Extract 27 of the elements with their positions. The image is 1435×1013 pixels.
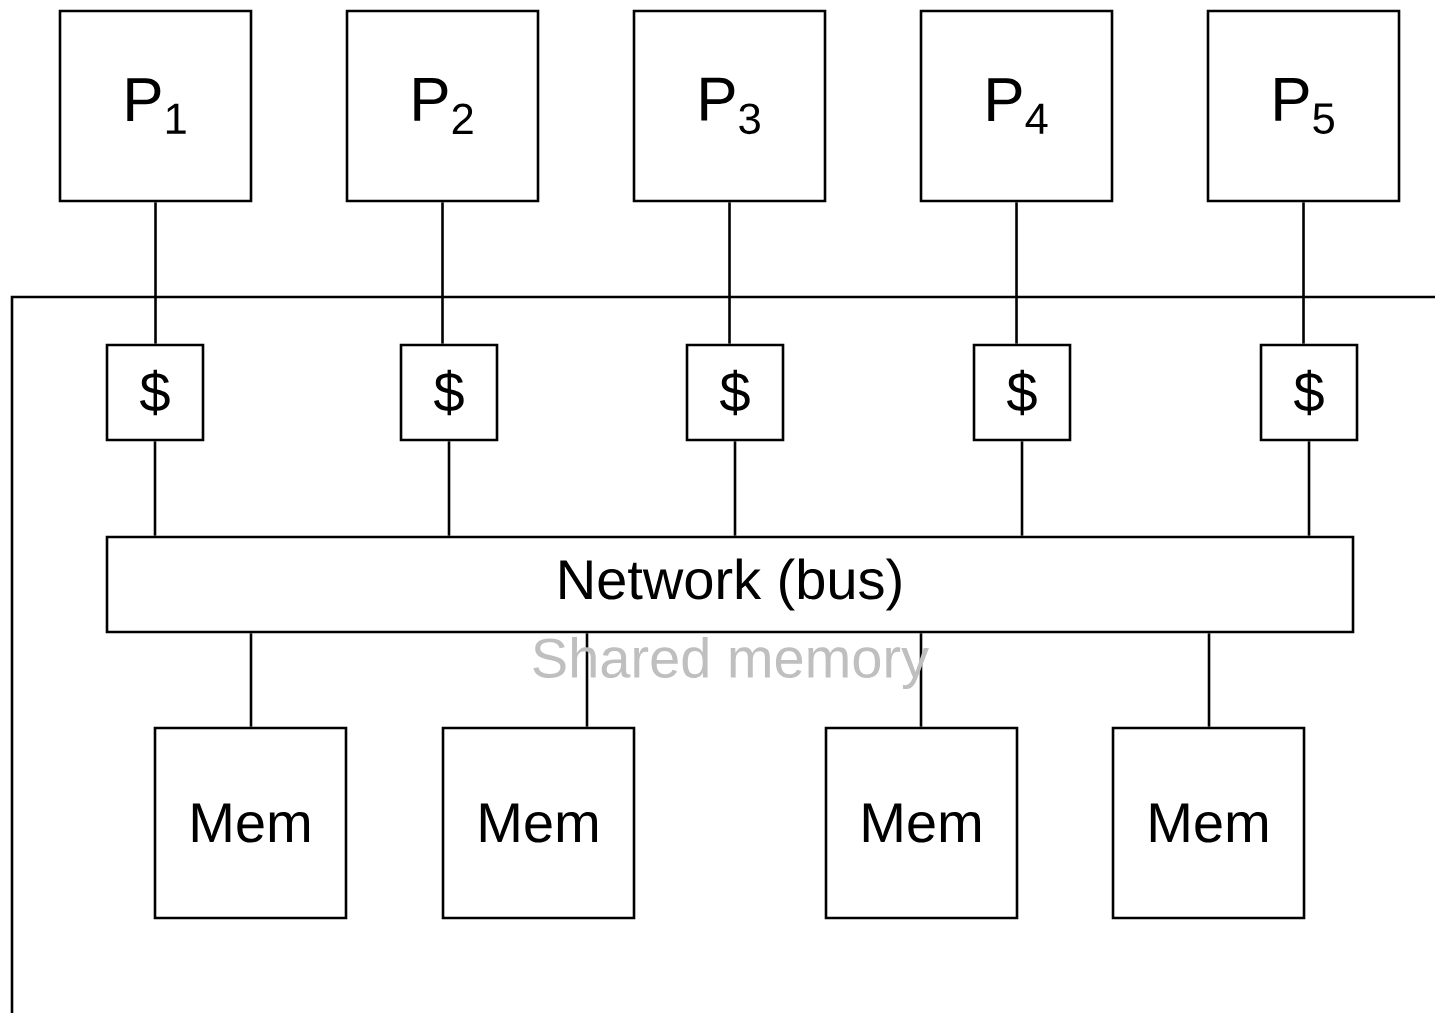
connector-line [728,202,731,344]
connector-line [447,441,451,536]
connector-line [154,202,157,344]
processor-box: P$_{1}$ [58,9,253,203]
memory-box: Mem [824,726,1019,920]
connector-line [733,441,737,536]
connector-line [441,202,444,344]
connector-line [249,633,253,727]
connector-line [1302,202,1305,344]
memory-box: Mem [441,726,636,920]
connector-line [1020,441,1024,536]
processor-box: P$_{4}$ [919,9,1114,203]
cache-box: $ [685,343,785,442]
connector-line [153,441,157,536]
memory-box: Mem [1111,726,1306,920]
connector-line [1307,441,1311,536]
processor-box: P$_{5}$ [1206,9,1401,203]
processor-box: P$_{2}$ [345,9,540,203]
memory-box: Mem [153,726,348,920]
cache-box: $ [972,343,1072,442]
connector-line [1207,633,1211,727]
cache-box: $ [399,343,499,442]
connector-line [1015,202,1018,344]
cache-box: $ [1259,343,1359,442]
network-bar: Network (bus) [105,535,1355,634]
processor-box: P$_{3}$ [632,9,827,203]
cache-box: $ [105,343,205,442]
